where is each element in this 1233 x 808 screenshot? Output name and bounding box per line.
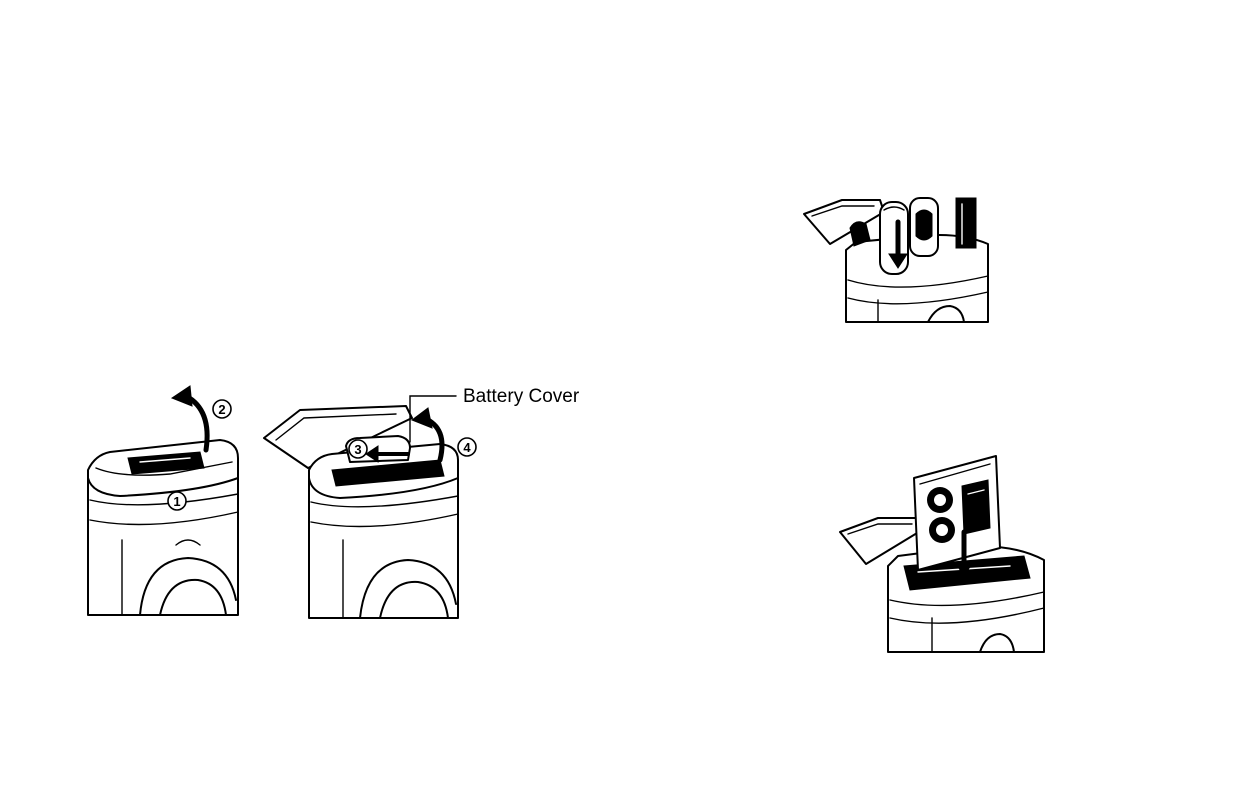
step-4-marker: 4 bbox=[458, 438, 476, 456]
device-closed bbox=[88, 440, 238, 615]
step-1-label: 1 bbox=[173, 494, 180, 509]
step-3-marker: 3 bbox=[349, 440, 367, 458]
step-4-label: 4 bbox=[463, 440, 471, 455]
device-inserting-batteries bbox=[804, 198, 988, 322]
step-1-marker: 1 bbox=[168, 492, 186, 510]
step-2-label: 2 bbox=[218, 402, 225, 417]
step-2-marker: 2 bbox=[213, 400, 231, 418]
battery-cover-label: Battery Cover bbox=[463, 386, 580, 407]
device-inserting-pack bbox=[840, 456, 1044, 652]
device-cover-open bbox=[264, 396, 458, 618]
step-3-label: 3 bbox=[354, 442, 361, 457]
arrow-step-2 bbox=[172, 386, 207, 450]
